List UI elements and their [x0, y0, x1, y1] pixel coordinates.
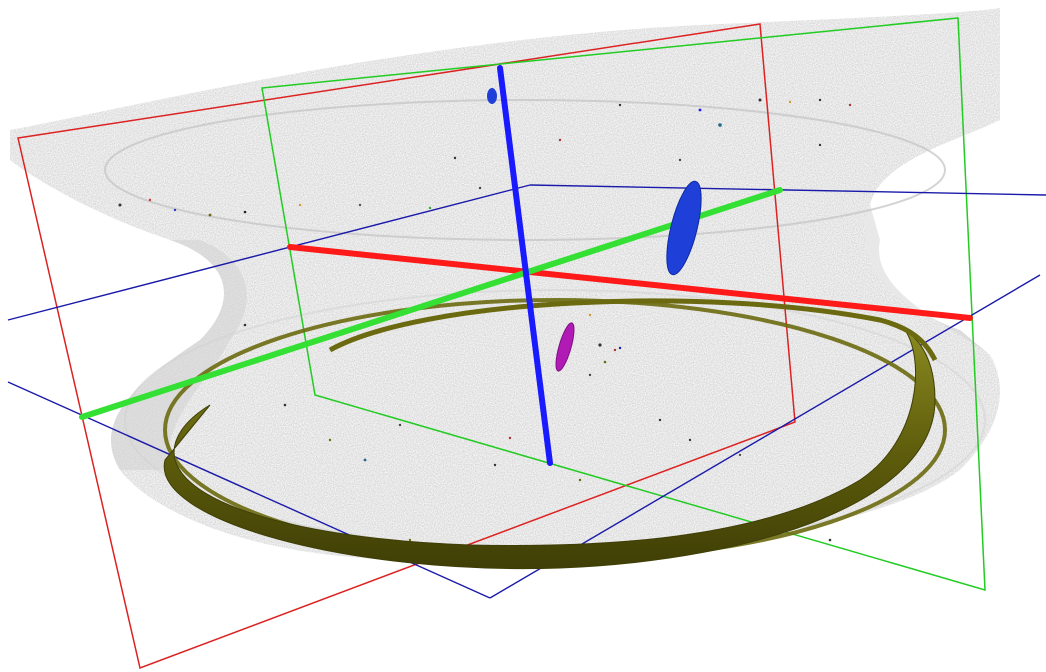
axis-x-red[interactable]: [287, 244, 973, 321]
red-plane-frame[interactable]: [17, 23, 796, 670]
blue-ellipsoid-object[interactable]: [660, 178, 708, 277]
ring-front-band: [163, 329, 936, 570]
axis-y-green[interactable]: [79, 187, 783, 420]
tube-surface-shade: [111, 240, 247, 470]
green-plane-frame[interactable]: [261, 17, 986, 592]
blue-plane-edge-top-left: [7, 184, 531, 321]
noise-points: [118, 98, 852, 542]
ring-segmentation[interactable]: [163, 298, 947, 570]
tube-surface-body: [10, 8, 1000, 560]
ring-back-arc: [328, 298, 938, 362]
upper-rim-ellipse: [104, 99, 946, 241]
tube-surface: [10, 8, 1000, 560]
magenta-ellipsoid-object[interactable]: [552, 321, 577, 372]
blue-small-object[interactable]: [487, 88, 497, 104]
axis-z-blue[interactable]: [497, 65, 553, 466]
blue-plane-edge-top-right: [529, 184, 1046, 196]
